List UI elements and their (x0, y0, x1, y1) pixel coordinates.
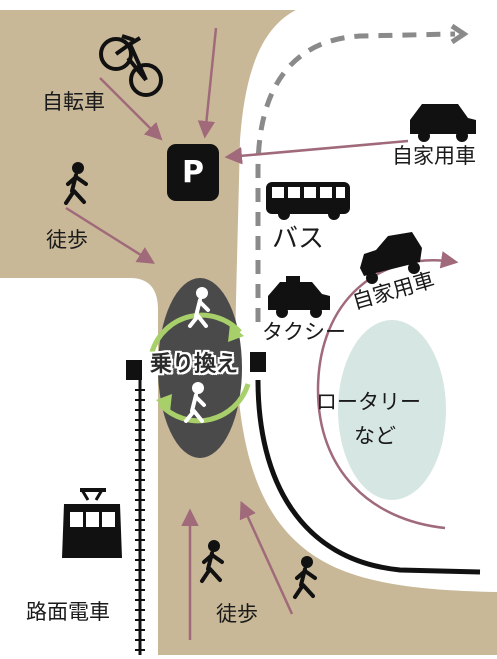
label-tram: 路面電車 (26, 600, 110, 624)
white-top-left-margin (0, 0, 497, 10)
pedestrian-icon-walk-bottom-2 (293, 556, 317, 599)
label-bus: バス (272, 224, 325, 254)
arrow-walk-bottom-2 (239, 500, 294, 615)
arrow-walk-to-platform (65, 206, 155, 264)
tram-icon (62, 488, 122, 558)
label-walk-top: 徒歩 (46, 228, 88, 252)
taxi-icon (268, 276, 330, 318)
bus-icon (266, 182, 350, 220)
label-transfer: 乗り換え (150, 352, 239, 377)
tram-ties (135, 389, 145, 651)
rotary-island (338, 320, 446, 500)
car-icon-top (410, 104, 476, 142)
pedestrian-icon-platform-top (188, 287, 210, 328)
transfer-ring-icon (149, 312, 251, 424)
label-private-car-top: 自家用車 (392, 144, 476, 168)
tram-lane-white (0, 278, 158, 655)
parking-sign: P (167, 144, 219, 201)
car-icon-rotary (360, 232, 422, 284)
arrow-bicycle-to-parking (99, 77, 163, 141)
label-walk-bottom: 徒歩 (216, 602, 258, 626)
pedestrian-icon-platform-bottom (184, 382, 206, 423)
dashed-route (255, 31, 456, 322)
arrow-top-to-parking (197, 27, 218, 139)
label-taxi: タクシー (262, 320, 346, 344)
bicycle-icon (99, 34, 163, 97)
pedestrian-icon-walk-bottom-1 (200, 540, 224, 583)
label-rotary-line2: など (354, 424, 396, 448)
pedestrian-icon-walk-top (64, 162, 88, 205)
transfer-ring-arrowhead-right (228, 324, 244, 342)
label-bicycle: 自転車 (42, 90, 105, 114)
curb-line (255, 379, 481, 575)
label-rotary: ロータリー (316, 390, 421, 414)
road-stop-marker (250, 352, 266, 372)
transfer-ring-arrowhead-left (156, 394, 172, 412)
dashed-route-arrowhead (450, 23, 469, 45)
arrow-car-to-parking (224, 139, 409, 165)
tram-stop-marker (126, 360, 142, 380)
